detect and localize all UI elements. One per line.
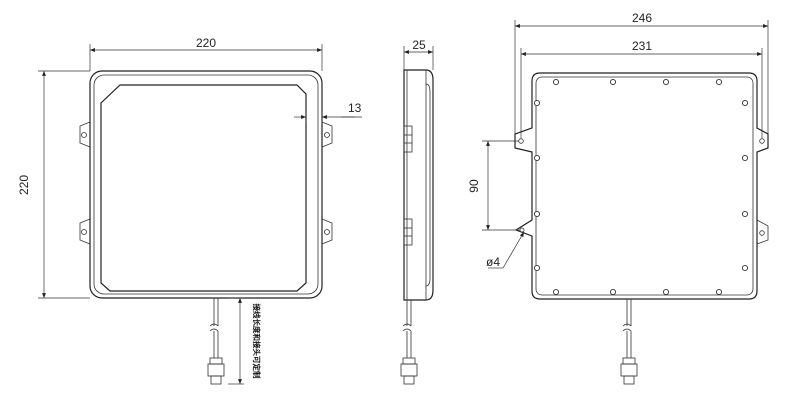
- front-height-label: 220: [17, 175, 31, 195]
- mount-spacing-label: 90: [467, 179, 481, 193]
- thickness-label: 25: [412, 38, 426, 52]
- hole-diameter-label: ø4: [486, 255, 500, 269]
- front-width-label: 220: [196, 36, 216, 50]
- front-view: [38, 44, 362, 385]
- overall-width-label: 246: [632, 11, 652, 25]
- cable-custom-note: 接线长度和接头可定制: [252, 304, 262, 379]
- screw-pattern: [533, 78, 749, 296]
- back-view: [482, 20, 769, 385]
- hole-spacing-label: 231: [632, 39, 652, 53]
- border-width-label: 13: [348, 101, 362, 115]
- side-view: [400, 46, 434, 385]
